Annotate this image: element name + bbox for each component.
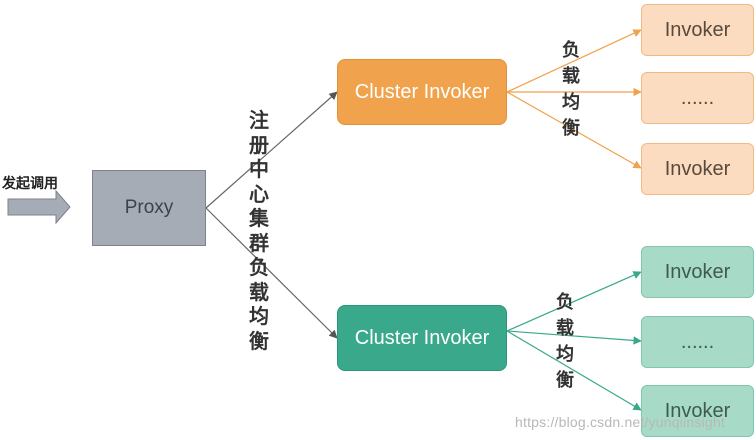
- cluster-invoker-top: Cluster Invoker: [337, 59, 507, 125]
- invoker-top-3: Invoker: [641, 143, 754, 195]
- start-arrow: [7, 189, 71, 225]
- invoker-label: ......: [680, 330, 715, 353]
- cluster-invoker-bottom-label: Cluster Invoker: [354, 326, 490, 349]
- cluster-invoker-top-label: Cluster Invoker: [354, 80, 490, 103]
- load-balance-label-bottom: 负载均衡: [556, 292, 574, 391]
- start-call-label: 发起调用: [2, 176, 58, 192]
- proxy-node: Proxy: [92, 170, 206, 246]
- invoker-top-1: Invoker: [641, 4, 754, 56]
- proxy-label: Proxy: [124, 197, 174, 218]
- invoker-top-2: ......: [641, 72, 754, 124]
- edge-proxy-to-top-cluster: [205, 91, 338, 209]
- invoker-label: Invoker: [664, 399, 731, 422]
- invoker-label: Invoker: [664, 157, 731, 180]
- invoker-bottom-1: Invoker: [641, 246, 754, 298]
- load-balance-label-top: 负载均衡: [562, 40, 580, 139]
- invoker-label: ......: [680, 86, 715, 109]
- invoker-label: Invoker: [664, 260, 731, 283]
- edge-proxy-to-bottom-cluster: [205, 207, 338, 339]
- cluster-invoker-bottom: Cluster Invoker: [337, 305, 507, 371]
- watermark: https://blog.csdn.net/yunqiinsight: [515, 414, 725, 430]
- invoker-bottom-3: Invoker: [641, 385, 754, 437]
- invoker-bottom-2: ......: [641, 316, 754, 368]
- registry-load-balance-label: 注册中心集群负载均衡: [249, 108, 269, 353]
- invoker-label: Invoker: [664, 18, 731, 41]
